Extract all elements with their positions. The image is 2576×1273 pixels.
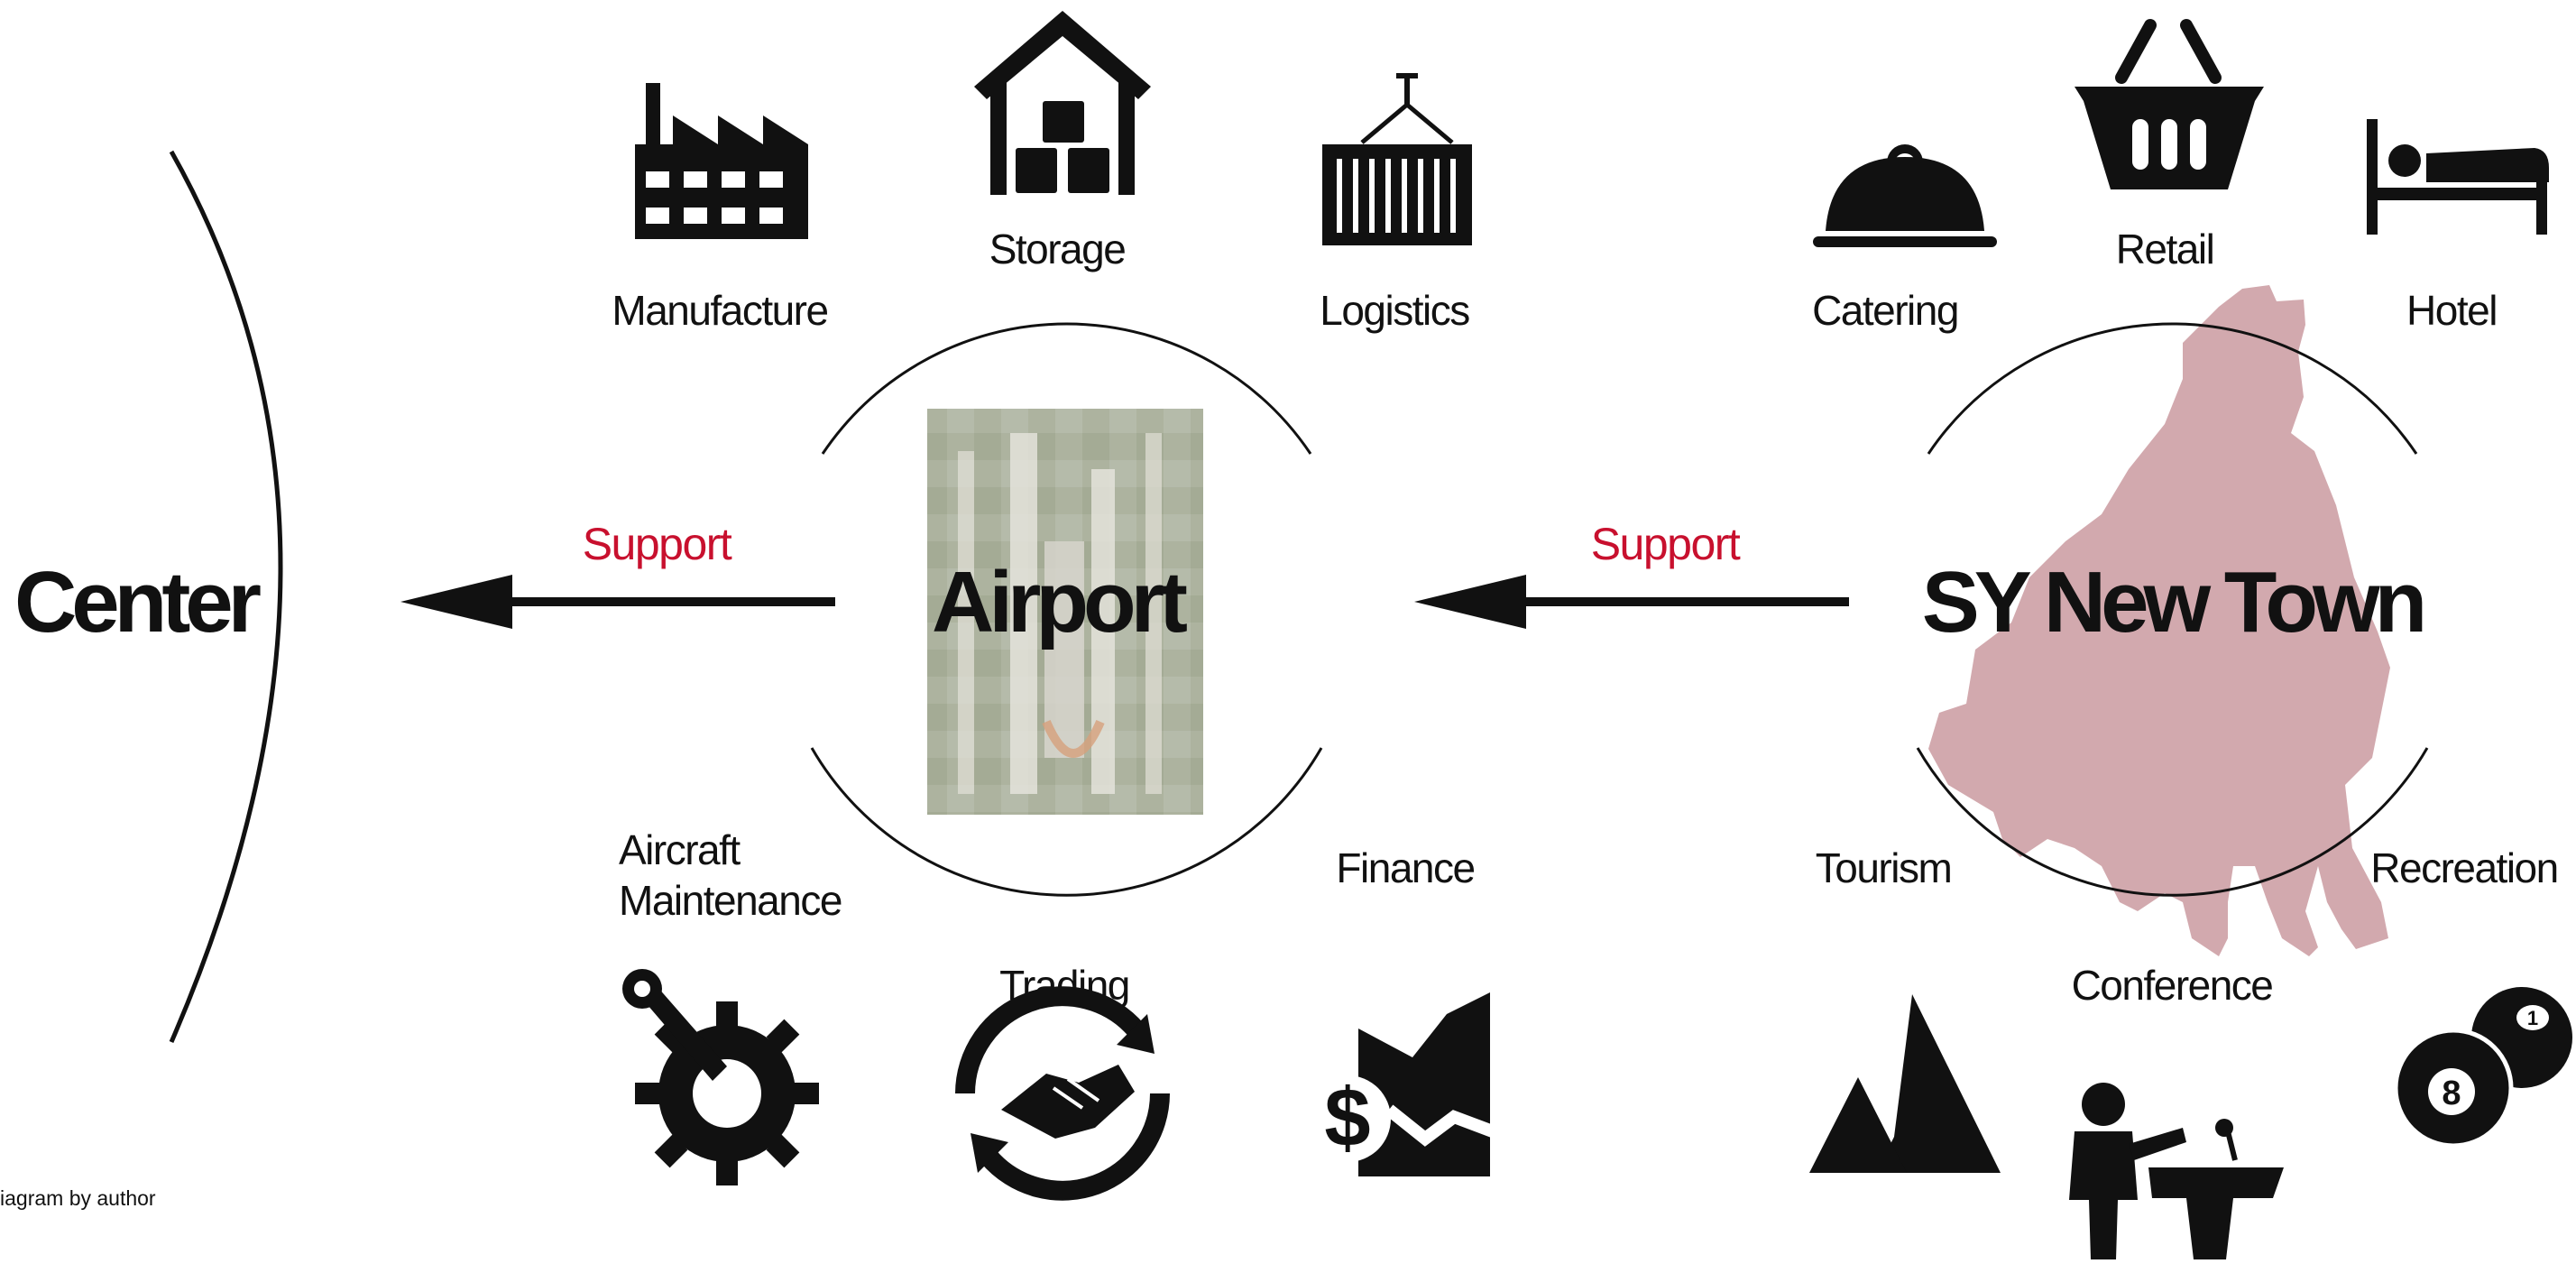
new-town-circle-bottom-arc: [1916, 747, 2429, 897]
tourism-label: Tourism: [1816, 844, 1952, 891]
new-town-map-shape: [1928, 285, 2390, 956]
airport-circle-top-arc: [821, 322, 1312, 455]
support-label-right: Support: [1591, 519, 1741, 569]
center-label: Center: [14, 554, 261, 650]
airport-label: Airport: [932, 554, 1187, 650]
money-chart-icon: $: [1304, 992, 1500, 1176]
warehouse-icon: [974, 11, 1151, 195]
aircraft-maintenance-line-2: Maintenance: [619, 877, 842, 924]
new-town-label: SY New Town: [1922, 554, 2423, 650]
support-arrow-right: [1414, 575, 1849, 629]
manufacture-label: Manufacture: [612, 287, 827, 334]
mountain-icon: [1809, 994, 2001, 1173]
storage-label: Storage: [989, 226, 1126, 272]
credit-text: iagram by author: [0, 1186, 156, 1210]
basket-icon: [2075, 19, 2264, 189]
handshake-icon: [955, 986, 1170, 1201]
wrench-gear-icon: [622, 969, 819, 1185]
speaker-podium-icon: [2069, 1083, 2284, 1259]
airport-aerial-image: [927, 409, 1203, 815]
support-arrow-left: [400, 575, 835, 629]
container-icon: [1322, 73, 1472, 245]
svg-text:8: 8: [2442, 1075, 2461, 1112]
aircraft-maintenance-line-1: Aircraft: [619, 826, 741, 873]
hotel-label: Hotel: [2406, 287, 2497, 334]
conference-label: Conference: [2072, 962, 2273, 1009]
center-boundary-arc: [169, 150, 283, 1043]
bed-icon: [2367, 119, 2549, 235]
airport-circle-bottom-arc: [810, 747, 1323, 897]
support-label-left: Support: [583, 519, 732, 569]
svg-text:1: 1: [2527, 1007, 2538, 1029]
retail-label: Retail: [2116, 226, 2214, 272]
finance-label: Finance: [1336, 844, 1474, 891]
cloche-icon: [1813, 144, 1997, 247]
aircraft-maintenance-label: Aircraft Maintenance: [619, 826, 842, 924]
catering-label: Catering: [1812, 287, 1958, 334]
recreation-label: Recreation: [2370, 844, 2557, 891]
billiard-balls-icon: 1 8: [2393, 987, 2572, 1148]
logistics-label: Logistics: [1320, 287, 1469, 334]
factory-icon: [635, 83, 808, 239]
svg-text:$: $: [1324, 1072, 1370, 1164]
new-town-circle-top-arc: [1927, 322, 2418, 455]
